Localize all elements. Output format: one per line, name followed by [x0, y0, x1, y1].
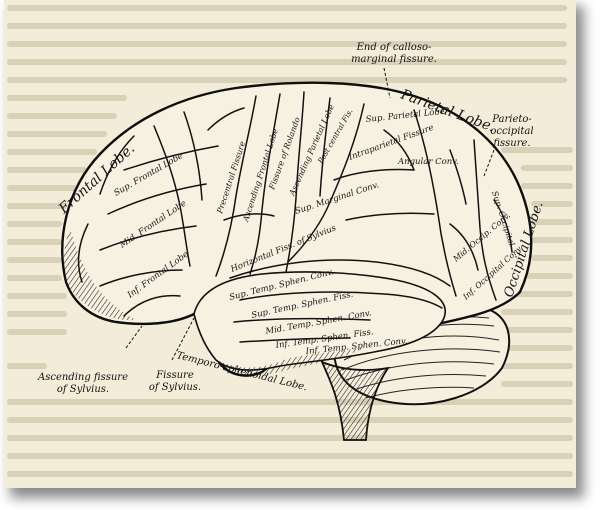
brain-illustration: Frontal Lobe. Parietal Lobe. Occipital L…	[55, 67, 547, 441]
frontal-pole-shade	[63, 228, 137, 321]
bleed-through-text	[7, 5, 573, 477]
parieto-occipital-caption: Parieto- occipital fissure.	[490, 114, 534, 149]
gyri-lines	[77, 91, 513, 343]
book-page: Frontal Lobe. Parietal Lobe. Occipital L…	[4, 0, 576, 488]
angular-label: Angular Conv.	[397, 157, 459, 167]
calloso-marginal-caption: End of calloso- marginal fissure.	[351, 42, 437, 65]
brain-stem	[320, 360, 390, 441]
leader-lines	[125, 67, 495, 361]
fissure-sylvius-caption: Fissure of Sylvius.	[148, 370, 202, 393]
ascending-sylvius-caption: Ascending fissure of Sylvius.	[37, 372, 128, 395]
underside-shade	[218, 348, 364, 376]
